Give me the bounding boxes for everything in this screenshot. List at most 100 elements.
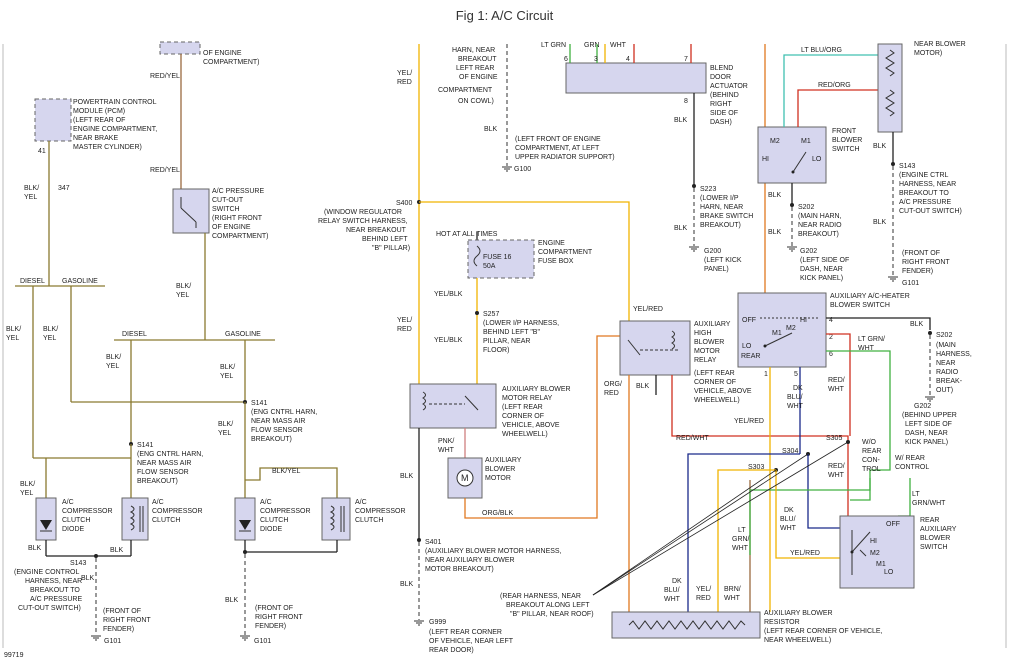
wire-label: YEL xyxy=(220,373,233,380)
wire-label: LT BLU/ORG xyxy=(801,47,842,54)
label: VEHICLE, ABOVE xyxy=(502,422,560,429)
label: NEAR MASS AIR xyxy=(137,460,191,467)
label: 50A xyxy=(483,263,496,270)
label: HI xyxy=(800,317,807,324)
label: PILLAR, NEAR xyxy=(483,338,530,345)
label: M2 xyxy=(786,325,796,332)
aux-high-blower-motor-relay xyxy=(619,320,691,376)
label: S223 xyxy=(700,186,716,193)
wire-label: YEL/BLK xyxy=(434,291,463,298)
wire-label: BLK/ xyxy=(220,364,235,371)
pin-label: 6 xyxy=(564,56,568,63)
label: BREAKOUT xyxy=(458,56,497,63)
label: S141 xyxy=(137,442,153,449)
label: ENGINE xyxy=(538,240,565,247)
label: W/ REAR xyxy=(895,455,925,462)
label: CONTROL xyxy=(895,464,929,471)
label: "B" PILLAR, NEAR ROOF) xyxy=(510,611,594,618)
label: GASOLINE xyxy=(225,331,261,338)
label: HI xyxy=(870,538,877,545)
wire-label: DK xyxy=(784,507,794,514)
label: M1 xyxy=(772,330,782,337)
wire-label: DK xyxy=(672,578,682,585)
wire-label: WHT xyxy=(732,545,749,552)
label: S257 xyxy=(483,311,499,318)
label: S202 xyxy=(798,204,814,211)
label: (MAIN HARN, xyxy=(798,213,842,220)
label: SWITCH xyxy=(212,206,240,213)
label: HARN, NEAR xyxy=(700,204,743,211)
splice-s257 xyxy=(475,311,479,315)
label: HARNESS, xyxy=(936,351,972,358)
ground-symbol xyxy=(91,635,101,641)
label: BLOWER xyxy=(694,339,724,346)
left-section: OF ENGINE COMPARTMENT) RED/YEL RED/YEL P… xyxy=(6,41,406,645)
wire-label: BLK xyxy=(910,321,924,328)
front-blower-resistor xyxy=(877,43,903,133)
wire-label: BLK/ xyxy=(106,354,121,361)
wire-label: LT GRN xyxy=(541,42,566,49)
pin-label: 5 xyxy=(794,371,798,378)
wire-label: RED/ xyxy=(828,463,845,470)
label: BREAKOUT TO xyxy=(30,587,80,594)
wire-label: YEL/BLK xyxy=(434,337,463,344)
resistor-symbol xyxy=(885,89,895,117)
label: (FRONT OF xyxy=(103,608,141,615)
label: MOTOR BREAKOUT) xyxy=(425,566,494,573)
fuse-symbol xyxy=(473,245,481,267)
label: G101 xyxy=(254,638,271,645)
label: BREAKOUT) xyxy=(137,478,178,485)
label: OFF xyxy=(886,521,900,528)
pin-label: 4 xyxy=(626,56,630,63)
wire-label: BLU/ xyxy=(780,516,796,523)
wire-label: RED xyxy=(604,390,619,397)
label: (AUXILIARY BLOWER MOTOR HARNESS, xyxy=(425,548,562,555)
label: NEAR WHEELWELL) xyxy=(764,637,831,644)
wire-label: YEL xyxy=(176,292,189,299)
label: BREAKOUT) xyxy=(700,222,741,229)
wire-label: BLK xyxy=(110,547,124,554)
label: FENDER) xyxy=(103,626,134,633)
wire-label: BLU/ xyxy=(664,587,680,594)
label: ENGINE COMPARTMENT, xyxy=(73,126,157,133)
label: HI xyxy=(762,156,769,163)
label: COMPARTMENT xyxy=(438,87,493,94)
label: FENDER) xyxy=(255,623,286,630)
label: (REAR HARNESS, NEAR xyxy=(500,593,581,600)
label: G999 xyxy=(429,619,446,626)
label: DIODE xyxy=(260,526,283,533)
label: CUT-OUT SWITCH) xyxy=(18,605,81,612)
label: MOTOR xyxy=(485,475,511,482)
wire-label: ORG/ xyxy=(604,381,622,388)
wire-label: YEL/ xyxy=(397,70,412,77)
label: G202 xyxy=(800,248,817,255)
wire-label: YEL xyxy=(43,335,56,342)
label: BLOWER xyxy=(832,137,862,144)
splice-s202 xyxy=(790,203,794,207)
label: OFF xyxy=(742,317,756,324)
label: (LEFT FRONT OF ENGINE xyxy=(515,136,601,143)
label: CLUTCH xyxy=(62,517,90,524)
label: FLOOR) xyxy=(483,347,509,354)
wire-label: 347 xyxy=(58,185,70,192)
label: M2 xyxy=(770,138,780,145)
label: SWITCH xyxy=(832,146,860,153)
compressor-clutch-diode-diesel xyxy=(35,497,57,541)
diode-symbol xyxy=(40,520,52,530)
label: AUXILIARY xyxy=(485,457,522,464)
label: NEAR xyxy=(936,360,955,367)
wire-label: BLK xyxy=(400,473,414,480)
front-blower-switch xyxy=(757,126,827,184)
label: G200 xyxy=(704,248,721,255)
wire-label: PNK/ xyxy=(438,438,454,445)
wire-label: WHT xyxy=(828,472,845,479)
label: BREAKOUT) xyxy=(798,231,839,238)
wire-label: RED/YEL xyxy=(150,167,180,174)
label: CUT-OUT xyxy=(212,197,244,204)
label: MOTOR) xyxy=(914,50,942,57)
label: PANEL) xyxy=(704,266,729,273)
label: OF ENGINE xyxy=(212,224,251,231)
label: DASH, NEAR xyxy=(905,430,948,437)
wire-label: ORG/BLK xyxy=(482,510,513,517)
label: HARNESS, NEAR xyxy=(25,578,82,585)
